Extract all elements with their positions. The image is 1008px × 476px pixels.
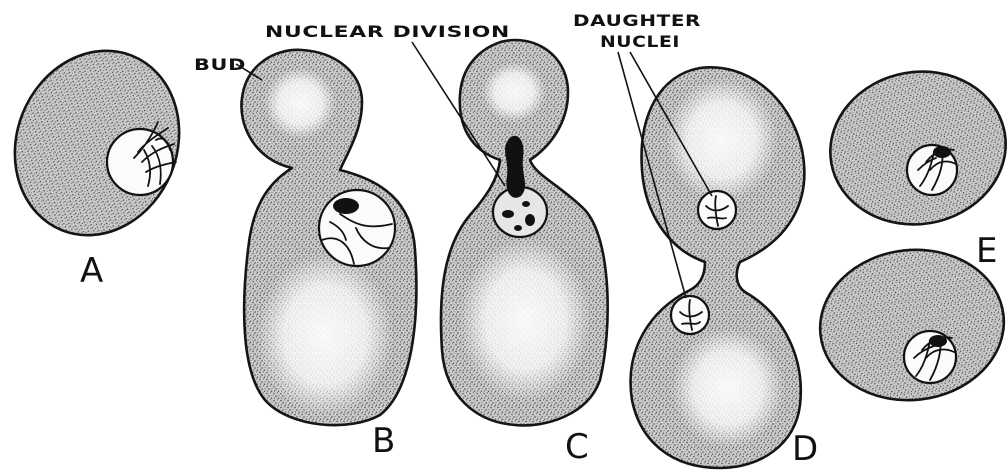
cell-b-group (241, 50, 416, 425)
nucleus-b (319, 190, 395, 266)
cell-d-lower-vacuole (672, 328, 784, 448)
bud-b-vacuole (264, 67, 336, 139)
dividing-nucleus-c (505, 136, 525, 198)
nucleolus-e-lower (929, 335, 947, 347)
label-nuclei: NUCLEI (600, 32, 680, 51)
cell-a-group (0, 26, 206, 260)
stage-label-d: D (792, 429, 818, 469)
cell-e-upper (818, 58, 1008, 238)
label-nuclear-division: NUCLEAR DIVISION (265, 22, 510, 41)
cell-b-vacuole (257, 253, 393, 417)
stage-label-e: E (976, 231, 997, 271)
nucleolus-b (333, 198, 359, 214)
bud-c-vacuole (482, 62, 546, 122)
stage-label-c: C (565, 427, 589, 467)
cell-d-upper-vacuole (666, 78, 778, 202)
stage-label-b: B (372, 421, 395, 461)
stage-label-a: A (80, 251, 103, 291)
cell-e-upper-group (818, 58, 1008, 238)
label-bud: BUD (194, 55, 246, 74)
cell-c-group (441, 40, 608, 425)
label-daughter: DAUGHTER (573, 11, 701, 30)
cell-c-vacuole (459, 238, 591, 402)
nucleolus-e-upper (933, 146, 951, 158)
cell-d-group (631, 67, 805, 468)
cell-a (0, 26, 206, 260)
